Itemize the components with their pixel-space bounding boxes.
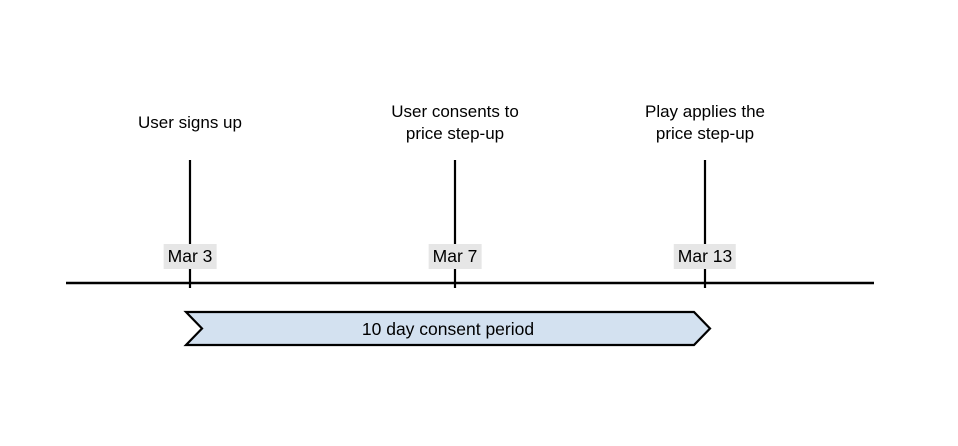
event-caption-consent-line-2: price step-up bbox=[405, 123, 505, 143]
consent-period-band-label: 10 day consent period bbox=[361, 319, 535, 339]
event-caption-consent-line-1: User consents to bbox=[391, 102, 519, 121]
event-caption-applied: Play applies the price step-up bbox=[645, 101, 765, 144]
consent-period-band bbox=[183, 310, 712, 347]
event-caption-signup: User signs up bbox=[138, 112, 242, 134]
event-caption-signup-line-1: User signs up bbox=[138, 113, 242, 132]
date-chip-signup: Mar 3 bbox=[163, 244, 217, 269]
date-chip-applied: Mar 13 bbox=[673, 244, 737, 269]
event-caption-consent: User consents to price step-up bbox=[391, 101, 519, 144]
event-caption-applied-line-2: price step-up bbox=[655, 123, 755, 143]
date-chip-consent: Mar 7 bbox=[428, 244, 482, 269]
event-caption-applied-line-1: Play applies the bbox=[644, 102, 766, 121]
